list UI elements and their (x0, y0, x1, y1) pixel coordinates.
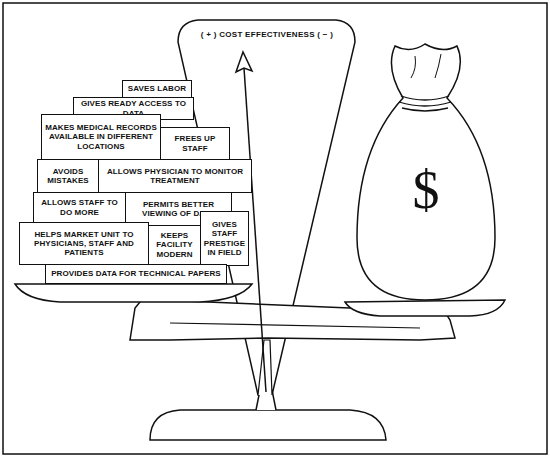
right-pan (345, 300, 505, 316)
benefit-text: AVOIDS MISTAKES (40, 167, 96, 185)
benefit-brick: ALLOWS PHYSICIAN TO MONITOR TREATMENT (98, 159, 252, 193)
benefit-text: ALLOWS PHYSICIAN TO MONITOR TREATMENT (101, 167, 249, 185)
left-pan (15, 284, 252, 302)
benefit-brick: SAVES LABOR (122, 80, 192, 98)
needle-head (236, 52, 252, 72)
benefit-text: FREES UP STAFF (163, 134, 227, 152)
benefit-text: MAKES MEDICAL RECORDS AVAILABLE IN DIFFE… (44, 123, 158, 151)
benefit-brick: PROVIDES DATA FOR TECHNICAL PAPERS (45, 264, 227, 284)
benefit-text: KEEPS FACILITY MODERN (151, 231, 198, 259)
benefit-text: SAVES LABOR (128, 84, 186, 93)
benefit-brick: FREES UP STAFF (160, 127, 230, 160)
benefit-brick: AVOIDS MISTAKES (37, 159, 99, 193)
benefit-text: GIVES STAFF PRESTIGE IN FIELD (203, 220, 246, 257)
benefit-text: ALLOWS STAFF TO DO MORE (36, 198, 123, 216)
gauge-label: ( + ) COST EFFECTIVENESS ( − ) (182, 30, 352, 39)
benefit-text: HELPS MARKET UNIT TO PHYSICIANS, STAFF A… (22, 230, 146, 258)
benefit-brick: KEEPS FACILITY MODERN (148, 225, 201, 265)
benefit-brick: MAKES MEDICAL RECORDS AVAILABLE IN DIFFE… (41, 114, 161, 160)
benefit-brick: ALLOWS STAFF TO DO MORE (33, 192, 126, 223)
frame (3, 3, 547, 454)
scale-base (150, 410, 386, 440)
dollar-sign: $ (412, 159, 439, 221)
benefit-brick: GIVES STAFF PRESTIGE IN FIELD (200, 211, 249, 266)
money-bag: $ (355, 38, 497, 302)
benefit-text: PROVIDES DATA FOR TECHNICAL PAPERS (51, 269, 221, 278)
benefit-brick: HELPS MARKET UNIT TO PHYSICIANS, STAFF A… (19, 222, 149, 265)
